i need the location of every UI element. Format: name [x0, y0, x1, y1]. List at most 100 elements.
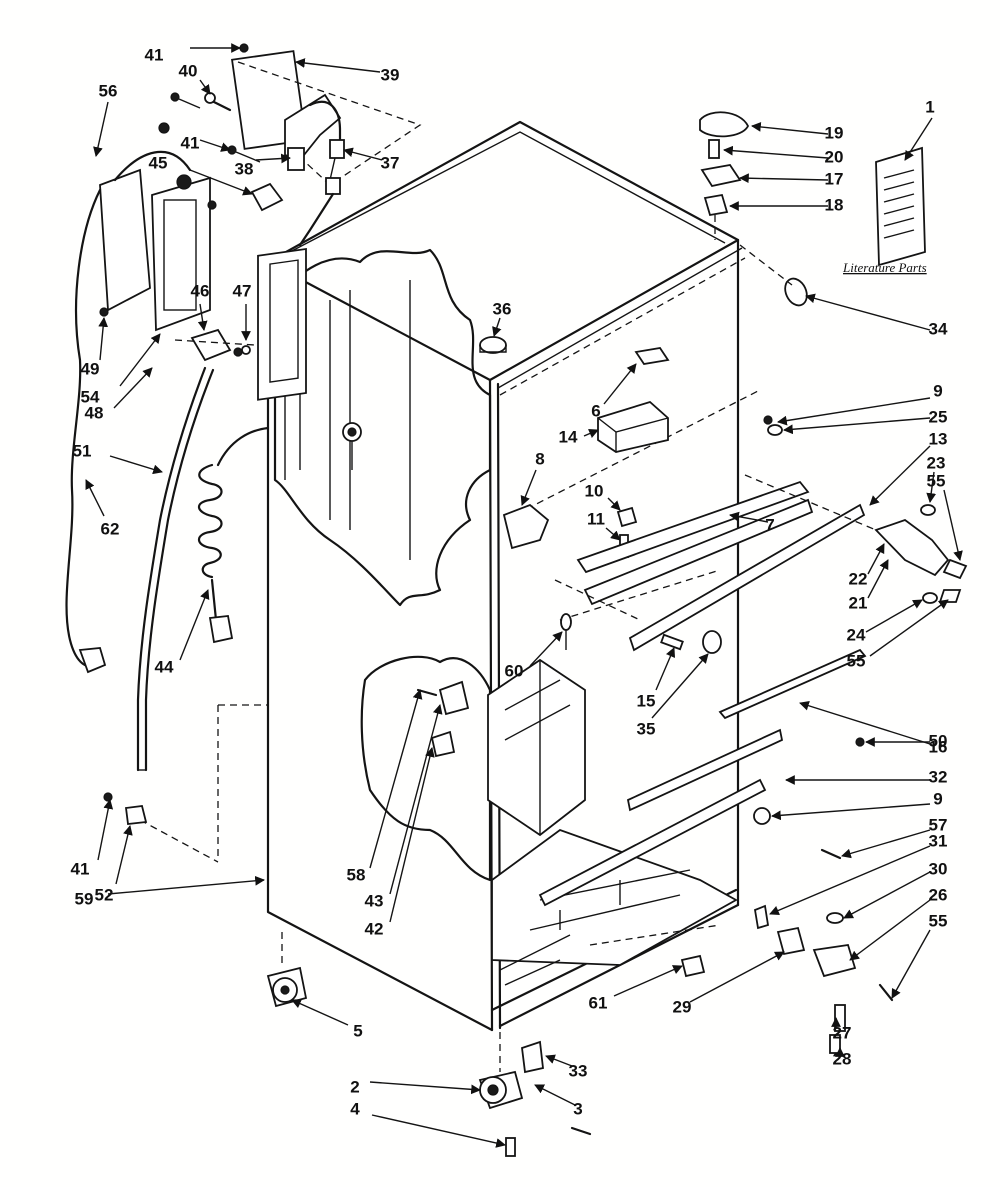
callout-number-58: 58 [347, 865, 366, 884]
callout-number-25: 25 [929, 407, 948, 426]
wiring-harness [65, 122, 270, 825]
callout-leader-3 [534, 1084, 576, 1106]
callout-leader-14 [583, 428, 599, 438]
callout-number-19: 19 [825, 123, 844, 142]
callout-leader-40 [199, 79, 211, 95]
callout-number-29: 29 [673, 997, 692, 1016]
callout-leader-43 [389, 704, 443, 895]
callout-number-55: 55 [927, 471, 946, 490]
callout-number-1: 1 [925, 97, 934, 116]
callout-leader-41 [97, 799, 114, 861]
callout-leader-37 [343, 147, 383, 161]
callout-leader-44 [179, 589, 210, 661]
callout-leader-58 [369, 689, 423, 869]
callout-number-43: 43 [365, 891, 384, 910]
callout-number-31: 31 [929, 831, 948, 850]
callout-number-32: 32 [929, 767, 948, 786]
callout-leader-42 [389, 747, 435, 923]
callout-leader-6 [603, 363, 637, 405]
callout-number-40: 40 [179, 61, 198, 80]
callout-number-50: 50 [929, 731, 948, 750]
callout-number-33: 33 [569, 1061, 588, 1080]
callout-leader-4 [371, 1114, 506, 1148]
callout-number-16: 16 [929, 737, 948, 756]
callout-leader-49 [98, 317, 109, 361]
callout-leader-38 [255, 153, 291, 164]
callout-leader-31 [769, 845, 931, 916]
callout-number-2: 2 [350, 1077, 359, 1096]
callout-number-56: 56 [99, 81, 118, 100]
callout-leader-41 [199, 139, 231, 152]
callout-leader-16 [799, 700, 931, 745]
callout-leader-33 [545, 1054, 573, 1067]
callout-number-46: 46 [191, 281, 210, 300]
callout-number-42: 42 [365, 919, 384, 938]
callout-leader-34 [805, 293, 931, 331]
callout-leader-60 [529, 631, 563, 667]
callout-number-39: 39 [381, 65, 400, 84]
callout-leader-56 [93, 101, 109, 157]
callout-number-45: 45 [149, 153, 168, 172]
callout-number-23: 23 [927, 453, 946, 472]
callout-number-54: 54 [81, 387, 100, 406]
callout-leader-17 [739, 173, 829, 184]
callout-leader-48 [113, 367, 153, 409]
callout-leader-30 [843, 871, 931, 919]
callout-leader-8 [520, 469, 537, 506]
callout-leader-19 [751, 122, 829, 135]
callout-number-61: 61 [589, 993, 608, 1012]
callout-leader-52 [115, 825, 133, 885]
callout-number-22: 22 [849, 569, 868, 588]
callout-number-36: 36 [493, 299, 512, 318]
callout-number-20: 20 [825, 147, 844, 166]
callout-leader-36 [492, 317, 502, 337]
literature-parts-label: Literature Parts [842, 260, 927, 275]
callout-leader-20 [723, 145, 829, 159]
callout-number-35: 35 [637, 719, 656, 738]
callout-leader-51 [109, 455, 163, 475]
callout-number-21: 21 [849, 593, 868, 612]
callout-leader-55 [869, 599, 949, 657]
callout-number-60: 60 [505, 661, 524, 680]
callout-number-28: 28 [833, 1049, 852, 1068]
callout-leader-5 [291, 999, 349, 1026]
callout-number-7: 7 [765, 515, 774, 534]
callout-leader-11 [605, 527, 621, 541]
callout-number-37: 37 [381, 153, 400, 172]
callout-leader-59 [107, 875, 265, 895]
callout-number-41: 41 [145, 45, 164, 64]
callout-leader-46 [197, 303, 208, 331]
callout-number-14: 14 [559, 427, 578, 446]
callout-leader-2 [369, 1081, 481, 1095]
callout-leader-61 [613, 965, 683, 997]
callout-leader-54 [119, 333, 161, 387]
callout-number-52: 52 [95, 885, 114, 904]
callout-leader-26 [849, 899, 931, 961]
cabinet [139, 120, 767, 1032]
callout-leader-1 [904, 117, 933, 161]
callout-leader-24 [865, 599, 923, 633]
callout-leader-29 [689, 951, 785, 1003]
callout-leader-15 [655, 647, 676, 691]
callout-number-51: 51 [73, 441, 92, 460]
callout-leader-62 [85, 479, 105, 517]
callout-number-5: 5 [353, 1021, 362, 1040]
callout-leader-9 [771, 803, 931, 821]
callout-leader-55 [891, 929, 931, 999]
callout-leader-57 [841, 829, 931, 859]
callout-leader-22 [867, 543, 885, 575]
callout-number-49: 49 [81, 359, 100, 378]
callout-number-15: 15 [637, 691, 656, 710]
callout-leader-23 [926, 471, 937, 503]
callout-number-30: 30 [929, 859, 948, 878]
callout-leader-45 [189, 169, 253, 196]
callout-number-4: 4 [350, 1099, 360, 1118]
callout-leader-13 [869, 445, 931, 506]
callout-number-41: 41 [71, 859, 90, 878]
callout-number-3: 3 [573, 1099, 582, 1118]
callout-number-18: 18 [825, 195, 844, 214]
callout-leader-21 [867, 559, 889, 599]
callout-number-11: 11 [587, 509, 605, 528]
callout-number-8: 8 [535, 449, 544, 468]
